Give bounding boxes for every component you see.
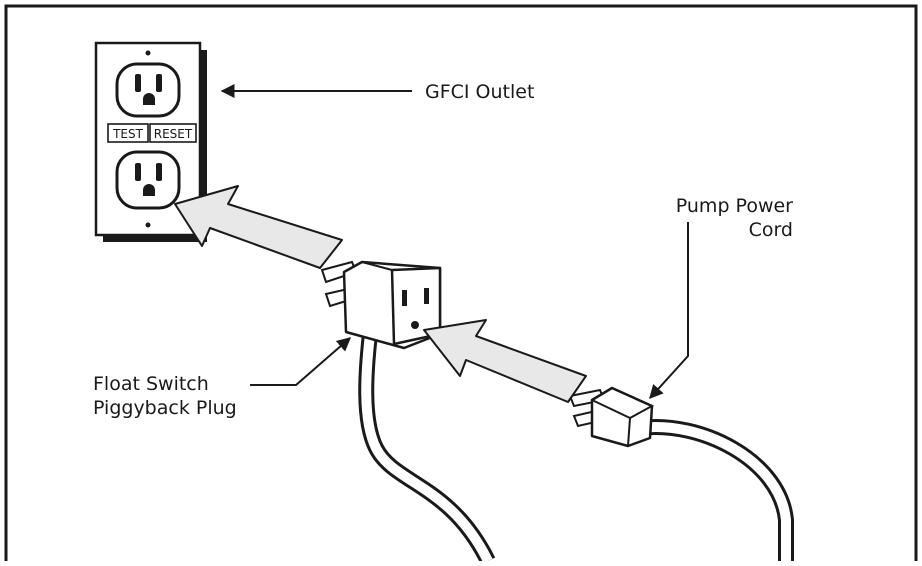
test-button-label: TEST (112, 127, 144, 141)
plate-screw-bottom (145, 222, 151, 228)
pump-power-cord-label-line1: Pump Power (676, 195, 793, 217)
pump-plug (568, 386, 655, 448)
upper-receptacle (115, 62, 181, 118)
gfci-outlet-label: GFCI Outlet (425, 81, 534, 103)
float-switch-label-line1: Float Switch (93, 373, 209, 395)
float-switch-label-line2: Piggyback Plug (93, 397, 237, 419)
gfci-outlet: TEST RESET (94, 41, 207, 242)
pump-power-cord-label-line2: Cord (749, 219, 793, 241)
lower-receptacle (115, 150, 181, 210)
diagram-frame (4, 4, 918, 561)
test-button: TEST (107, 123, 149, 143)
pump-callout-line (649, 222, 689, 400)
piggyback-plug (320, 260, 442, 350)
reset-button: RESET (149, 123, 197, 143)
insert-arrow-lower (423, 319, 587, 403)
insert-arrow-upper (174, 185, 343, 269)
pump-power-cord (638, 419, 794, 561)
reset-button-label: RESET (154, 127, 193, 141)
float-switch-callout-line (250, 337, 352, 386)
plate-screw-top (145, 50, 151, 56)
